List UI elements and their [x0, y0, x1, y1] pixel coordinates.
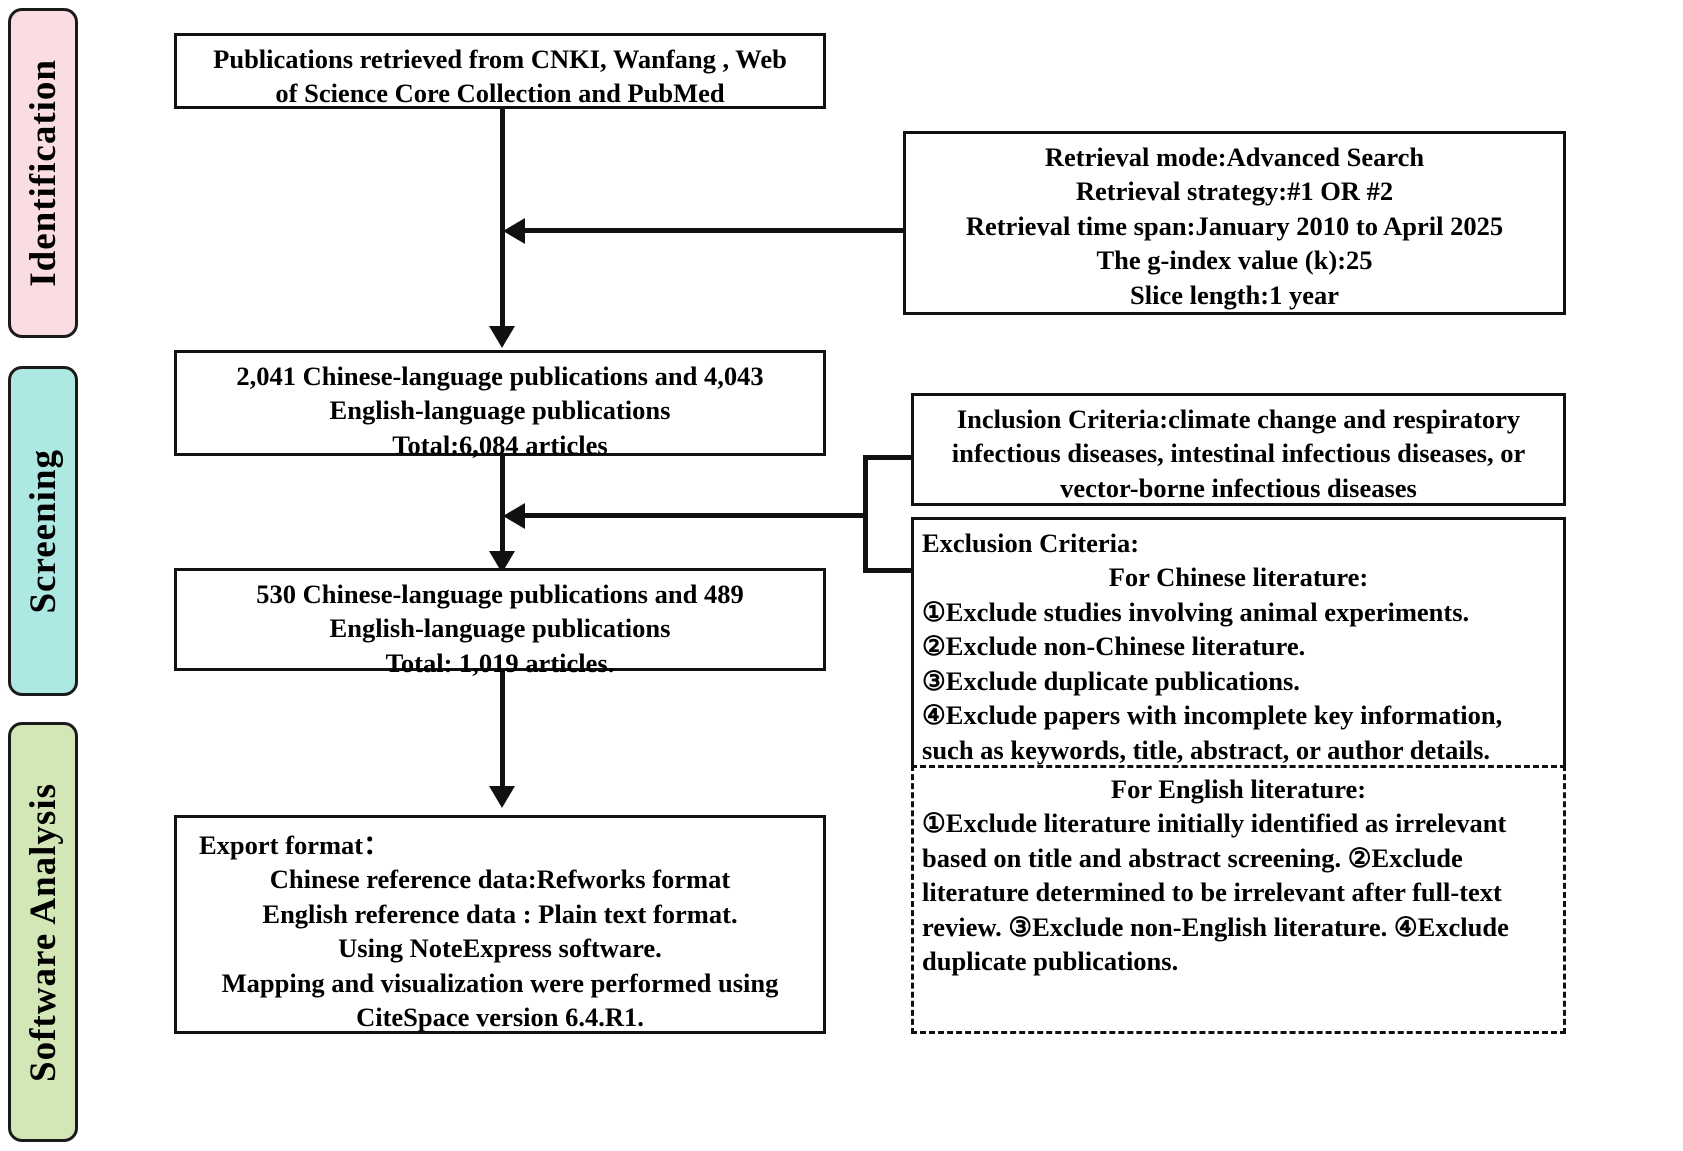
exclusion-english-dashed-panel: For English literature: ①Exclude literat… [911, 765, 1566, 1034]
connector-screened-to-export [500, 665, 505, 790]
criteria-bracket-stub-exclusion [863, 568, 913, 573]
retrieval-line-2: Retrieval strategy:#1 OR #2 [1075, 176, 1394, 207]
retrieval-settings-box: Retrieval mode:Advanced Search Retrieval… [903, 131, 1566, 315]
exclusion-english-item-4: after full-text review. [922, 877, 1502, 942]
stage-software-analysis-label: Software Analysis [22, 782, 64, 1082]
export-heading: Export format： [199, 830, 390, 860]
arrowhead-criteria-to-spine [503, 503, 525, 529]
arrowhead-to-screened [489, 551, 515, 573]
connector-retrieval-to-spine [525, 228, 905, 233]
identified-line-3: Total:6,084 articles [392, 429, 608, 460]
stage-identification-label: Identification [22, 59, 64, 287]
publications-retrieved-box: Publications retrieved from CNKI, Wanfan… [174, 33, 826, 109]
stage-screening-label: Screening [22, 448, 64, 614]
retrieval-line-3: Retrieval time span:January 2010 to Apri… [965, 210, 1504, 241]
identified-line-2: English-language publications [329, 395, 671, 426]
criteria-bracket-stub-inclusion [863, 455, 913, 460]
exclusion-english-item-3: ②Exclude literature determined to be irr… [922, 842, 1463, 908]
connector-sources-to-identified [500, 108, 505, 330]
export-line-2: English reference data : Plain text form… [262, 898, 738, 929]
sources-line-2: of Science Core Collection and PubMed [275, 78, 725, 109]
inclusion-line-2: infectious diseases, intestinal infectio… [951, 438, 1526, 469]
stage-screening: Screening [8, 366, 78, 696]
screened-line-2: English-language publications [329, 613, 671, 644]
exclusion-english-item-2: based on title and abstract screening. [922, 842, 1342, 873]
exclusion-chinese-subheading: For Chinese literature: [1108, 562, 1369, 593]
stage-identification: Identification [8, 8, 78, 338]
inclusion-line-1: Inclusion Criteria:climate change and re… [956, 404, 1521, 434]
arrowhead-retrieval-to-spine [503, 218, 525, 244]
retrieval-line-1: Retrieval mode:Advanced Search [1044, 142, 1425, 172]
export-line-4: Mapping and visualization were performed… [221, 967, 779, 998]
export-line-1: Chinese reference data:Refworks format [269, 864, 731, 895]
connector-criteria-to-spine [525, 513, 868, 518]
export-format-box: Export format： Chinese reference data:Re… [174, 815, 826, 1034]
exclusion-chinese-item-5: such as keywords, title, abstract, or au… [922, 734, 1491, 765]
arrowhead-to-export [489, 786, 515, 808]
identified-line-1: 2,041 Chinese-language publications and … [236, 361, 764, 391]
arrowhead-to-identified [489, 326, 515, 348]
exclusion-chinese-item-1: ①Exclude studies involving animal experi… [922, 596, 1470, 627]
sources-line-1: Publications retrieved from CNKI, Wanfan… [213, 44, 787, 74]
screened-counts-box: 530 Chinese-language publications and 48… [174, 568, 826, 678]
exclusion-english-item-1: ①Exclude literature initially identified… [922, 808, 1507, 839]
exclusion-heading: Exclusion Criteria: [922, 528, 1140, 558]
connector-identified-to-screened [500, 455, 505, 560]
inclusion-criteria-box: Inclusion Criteria:climate change and re… [911, 393, 1566, 506]
exclusion-english-subheading: For English literature: [1110, 774, 1367, 804]
screened-line-3: Total: 1,019 articles. [385, 647, 615, 678]
exclusion-english-item-6: ④Exclude duplicate publications. [922, 911, 1509, 977]
exclusion-chinese-item-2: ②Exclude non-Chinese literature. [922, 631, 1306, 662]
retrieval-line-4: The g-index value (k):25 [1096, 245, 1373, 276]
identified-counts-box: 2,041 Chinese-language publications and … [174, 350, 826, 460]
stage-software-analysis: Software Analysis [8, 722, 78, 1142]
exclusion-chinese-item-4: ④Exclude papers with incomplete key info… [922, 700, 1503, 731]
inclusion-line-3: vector-borne infectious diseases [1060, 472, 1417, 503]
retrieval-line-5: Slice length:1 year [1129, 279, 1339, 310]
exclusion-english-item-5: ③Exclude non-English literature. [1008, 911, 1388, 942]
export-line-3: Using NoteExpress software. [338, 933, 662, 964]
screened-line-1: 530 Chinese-language publications and 48… [256, 579, 744, 609]
export-line-5: CiteSpace version 6.4.R1. [356, 1002, 644, 1033]
exclusion-chinese-item-3: ③Exclude duplicate publications. [922, 665, 1300, 696]
